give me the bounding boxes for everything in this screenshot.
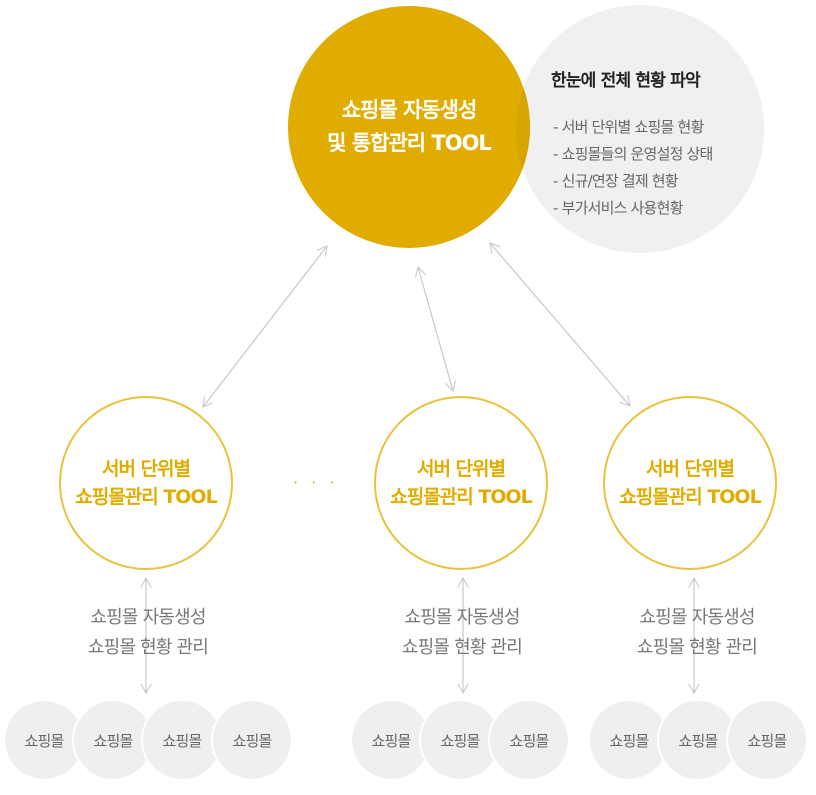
- function-line: 쇼핑몰 현황 관리: [87, 637, 209, 658]
- server-title-line2: 쇼핑몰관리 TOOL: [390, 486, 532, 508]
- overview-item: 쇼핑몰들의 운영설정 상태: [553, 141, 714, 168]
- function-line: 쇼핑몰 자동생성: [404, 607, 520, 628]
- shop-circle: 쇼핑몰: [657, 699, 739, 781]
- arrow-main-to-server-1: [203, 246, 327, 407]
- server-2-function-label: 쇼핑몰 자동생성 쇼핑몰 현황 관리: [362, 603, 562, 663]
- overview-list: 서버 단위별 쇼핑몰 현황 쇼핑몰들의 운영설정 상태 신규/연장 결제 현황 …: [553, 114, 714, 222]
- server-title-line1: 서버 단위별: [101, 458, 191, 480]
- shop-circle: 쇼핑몰: [488, 699, 570, 781]
- more-servers-ellipsis: · · ·: [293, 473, 339, 492]
- server-title-line1: 서버 단위별: [645, 458, 735, 480]
- function-line: 쇼핑몰 자동생성: [90, 607, 206, 628]
- server-3-function-label: 쇼핑몰 자동생성 쇼핑몰 현황 관리: [597, 603, 797, 663]
- function-line: 쇼핑몰 자동생성: [639, 607, 755, 628]
- function-line: 쇼핑몰 현황 관리: [401, 637, 523, 658]
- server-tool-circle-1: 서버 단위별 쇼핑몰관리 TOOL: [59, 396, 233, 570]
- function-line: 쇼핑몰 현황 관리: [636, 637, 758, 658]
- shop-circle: 쇼핑몰: [211, 699, 293, 781]
- arrow-main-to-server-2: [418, 267, 453, 391]
- main-tool-title-line1: 쇼핑몰 자동생성: [341, 98, 478, 122]
- main-tool-circle: 쇼핑몰 자동생성 및 통합관리 TOOL: [288, 6, 530, 248]
- shop-circle: 쇼핑몰: [350, 699, 432, 781]
- overview-item: 신규/연장 결제 현황: [553, 168, 713, 195]
- shop-circle: 쇼핑몰: [3, 699, 85, 781]
- overview-title: 한눈에 전체 현황 파악: [551, 71, 701, 91]
- arrow-main-to-server-3: [490, 243, 630, 406]
- overview-item: 부가서비스 사용현황: [553, 195, 713, 222]
- main-tool-title-line2: 및 통합관리 TOOL: [327, 131, 492, 155]
- shop-circle: 쇼핑몰: [419, 699, 501, 781]
- server-title-line2: 쇼핑몰관리 TOOL: [75, 486, 217, 508]
- server-tool-circle-3: 서버 단위별 쇼핑몰관리 TOOL: [603, 396, 777, 570]
- server-title-line1: 서버 단위별: [416, 458, 506, 480]
- overview-item: 서버 단위별 쇼핑몰 현황: [553, 114, 713, 141]
- server-title-line2: 쇼핑몰관리 TOOL: [619, 486, 761, 508]
- shop-circle: 쇼핑몰: [726, 699, 808, 781]
- server-tool-circle-2: 서버 단위별 쇼핑몰관리 TOOL: [374, 396, 548, 570]
- server-1-function-label: 쇼핑몰 자동생성 쇼핑몰 현황 관리: [48, 603, 248, 663]
- shop-circle: 쇼핑몰: [588, 699, 670, 781]
